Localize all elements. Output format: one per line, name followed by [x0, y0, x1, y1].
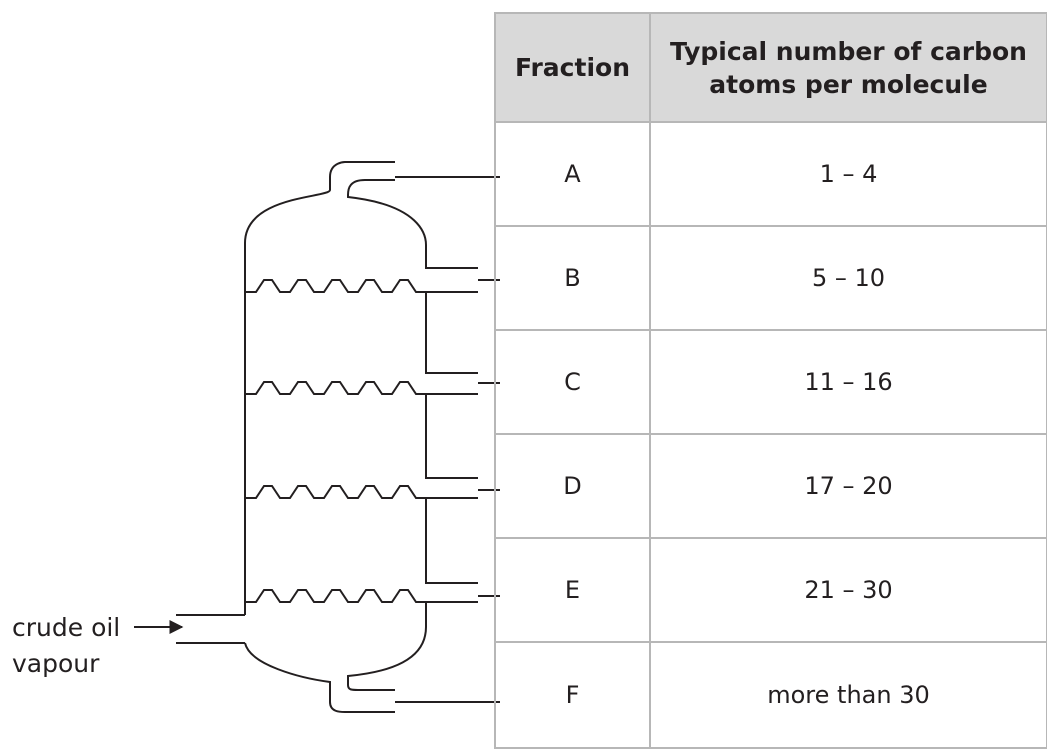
fraction-cell: E: [494, 537, 651, 643]
carbon-atoms-cell: 11 – 16: [649, 329, 1047, 435]
tray-e: [245, 589, 426, 603]
fraction-cell: B: [494, 225, 651, 331]
crude-oil-inlet-pipe: [176, 614, 245, 644]
table-row: C 11 – 16: [494, 329, 1047, 435]
fraction-cell: C: [494, 329, 651, 435]
table-row: B 5 – 10: [494, 225, 1047, 331]
table-row: D 17 – 20: [494, 433, 1047, 539]
column-right-wall-d-e: [425, 497, 478, 584]
top-vapour-outlet: [347, 179, 478, 269]
column-right-wall-b-c: [425, 291, 478, 374]
header-carbon-atoms: Typical number of carbon atoms per molec…: [649, 12, 1047, 123]
tray-c: [245, 381, 426, 395]
carbon-atoms-cell: 21 – 30: [649, 537, 1047, 643]
fractionating-column-diagram: crude oil vapour: [12, 161, 500, 713]
carbon-atoms-cell: 5 – 10: [649, 225, 1047, 331]
fraction-cell: A: [494, 121, 651, 227]
table-row: E 21 – 30: [494, 537, 1047, 643]
table-header-row: Fraction Typical number of carbon atoms …: [494, 12, 1047, 123]
table-row: A 1 – 4: [494, 121, 1047, 227]
header-fraction: Fraction: [494, 12, 651, 123]
vapour-label: vapour: [12, 649, 100, 678]
carbon-atoms-cell: 1 – 4: [649, 121, 1047, 227]
fraction-cell: D: [494, 433, 651, 539]
carbon-atoms-cell: 17 – 20: [649, 433, 1047, 539]
crude-oil-label: crude oil: [12, 613, 120, 642]
column-right-wall-e-bottom: [347, 601, 478, 691]
column-right-wall-c-d: [425, 393, 478, 479]
carbon-atoms-cell: more than 30: [649, 641, 1047, 749]
column-bottom: [244, 642, 395, 713]
fraction-cell: F: [494, 641, 651, 749]
fraction-table: Fraction Typical number of carbon atoms …: [494, 12, 1047, 749]
tray-d: [245, 485, 426, 499]
table-row: F more than 30: [494, 641, 1047, 749]
column-left-wall: [244, 161, 395, 615]
tray-b: [245, 279, 426, 293]
